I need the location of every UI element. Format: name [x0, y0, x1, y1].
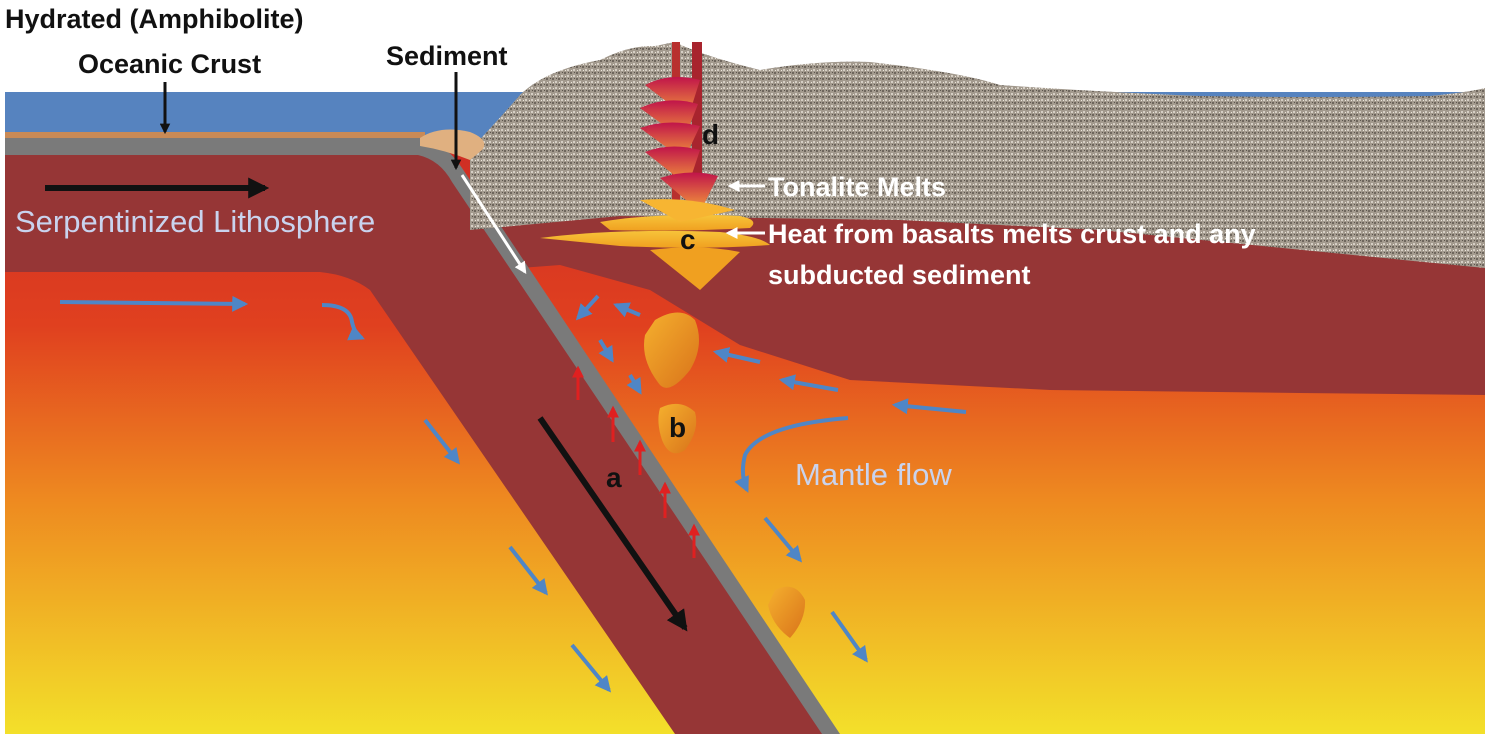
subducting-slab [5, 150, 835, 734]
tonalite-melts [640, 76, 718, 212]
label-a: a [606, 462, 622, 493]
fluid-rise-arrows [572, 365, 700, 558]
label-tonalite: Tonalite Melts [768, 172, 946, 202]
mantle-flow-arrows [59, 294, 967, 693]
label-sediment: Sediment [386, 41, 508, 71]
amphibolite-crust [5, 132, 425, 138]
label-d: d [702, 119, 719, 150]
sill-melts [540, 199, 770, 290]
slab-descent-arrow [537, 416, 688, 632]
label-serpentinized: Serpentinized Lithosphere [15, 204, 375, 239]
label-hydrated: Hydrated (Amphibolite) [5, 4, 304, 34]
label-c: c [680, 224, 696, 255]
label-mantle-flow: Mantle flow [795, 457, 952, 492]
label-heat-line2: subducted sediment [768, 260, 1031, 290]
label-oceanic-crust: Oceanic Crust [78, 49, 261, 79]
melt-blob-large [644, 312, 699, 388]
slab-interface-arrow [460, 174, 527, 275]
melt-blob-b [658, 403, 697, 454]
melt-blob-lower [768, 586, 806, 638]
sediment-wedge [420, 129, 485, 160]
label-heat-line1: Heat from basalts melts crust and any [768, 219, 1256, 249]
label-b: b [669, 412, 686, 443]
